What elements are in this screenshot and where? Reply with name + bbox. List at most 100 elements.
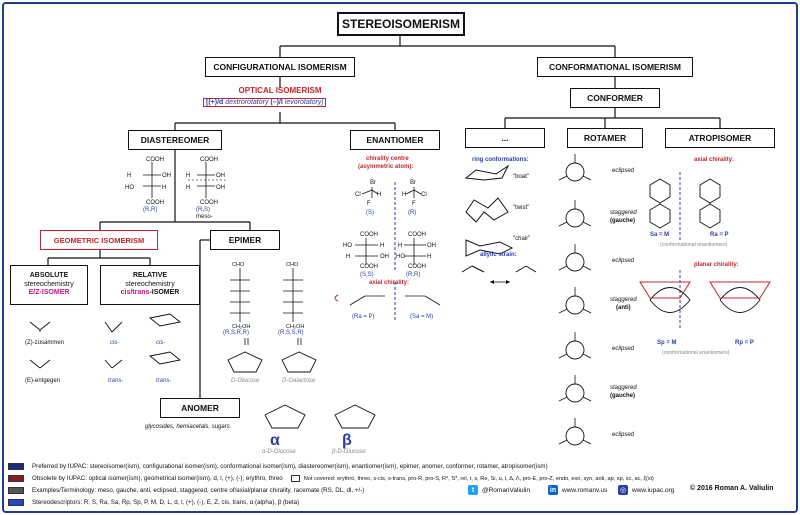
relative-line1: RELATIVE	[132, 271, 168, 279]
svg-text:HO: HO	[396, 254, 405, 260]
geo-cis-2: cis-	[156, 340, 166, 346]
ring-boat: "boat"	[513, 174, 529, 180]
svg-text:COOH: COOH	[146, 200, 164, 206]
svg-text:F: F	[367, 201, 371, 207]
conformational-box: CONFORMATIONAL ISOMERISM	[537, 57, 693, 77]
diastereomer-rs: (R,S)	[196, 207, 210, 213]
atrop-axial-title: axial chirality:	[694, 157, 735, 163]
svg-text:H: H	[186, 185, 190, 191]
svg-text:CHO: CHO	[286, 262, 299, 268]
diastereomer-meso: meso-	[196, 214, 213, 220]
diastereomer-rr: (R,R)	[143, 207, 158, 213]
svg-text:OH: OH	[216, 173, 225, 179]
epimer-rssr: (R,S,S,R)	[278, 330, 304, 336]
optical-levo: levorotatory]	[284, 99, 324, 106]
rotamer-label-5: staggered	[610, 297, 637, 303]
rotamer-label-1: eclipsed	[612, 168, 635, 174]
allylic-strain-title: allylic strain:	[480, 252, 517, 258]
footer-twitter-text: @RomanValiulin	[482, 486, 531, 494]
legend-text-4: Stereodescriptors: R, S, Ra, Sa, Rp, Sp,…	[32, 499, 300, 506]
legend-swatch-4	[8, 499, 24, 506]
epimer-box: EPIMER	[210, 230, 280, 250]
legend-text-2-extra: Not covered: erythro, threo, s-cis, s-tr…	[303, 475, 654, 482]
atrop-sa: Sa = M	[650, 232, 670, 238]
svg-text:F: F	[412, 201, 416, 207]
asymmetric-atom-subtitle: (asymmetric atom):	[358, 164, 414, 170]
svg-text:OH: OH	[216, 185, 225, 191]
anomer-alpha-name: α-D-Glucose	[262, 449, 296, 455]
absolute-line3: E/Z-ISOMER	[28, 289, 70, 297]
legend-swatch-empty	[290, 475, 300, 482]
svg-text:HO: HO	[343, 243, 352, 249]
optical-dextro: dextrorotatory	[225, 99, 269, 106]
svg-text:COOH: COOH	[408, 264, 426, 270]
legend-row-3: Examples/Terminology: meso, gauche, anti…	[8, 485, 364, 496]
relative-box: RELATIVE stereochemistry cis/trans-ISOME…	[100, 265, 200, 305]
rotamer-label-9: (gauche)	[610, 393, 636, 399]
svg-text:COOH: COOH	[200, 200, 218, 206]
geo-trans-1: trans-	[108, 378, 124, 384]
legend-text-1: Preferred by IUPAC: stereoisomer(ism), c…	[32, 463, 548, 470]
geometric-box: GEOMETRIC ISOMERISM	[40, 230, 158, 250]
svg-text:OH: OH	[380, 254, 389, 260]
epimer-glucose: D-Glucose	[231, 378, 260, 384]
svg-text:CH₂OH: CH₂OH	[232, 324, 250, 330]
relative-line3: cis/trans-ISOMER	[120, 289, 180, 297]
footer-linkedin[interactable]: in www.romanv.us	[548, 485, 607, 495]
svg-text:COOH: COOH	[408, 232, 426, 238]
atropisomer-box: ATROPISOMER	[665, 128, 775, 148]
footer-twitter[interactable]: t @RomanValiulin	[468, 485, 530, 495]
rotamer-label-4: eclipsed	[612, 258, 635, 264]
svg-text:Cl: Cl	[421, 192, 427, 198]
geo-z: (Z)-zusammen	[25, 340, 65, 346]
ring-twist: "twist"	[513, 205, 530, 211]
svg-text:Br: Br	[410, 180, 416, 186]
atrop-planar-title: planar chirality:	[694, 262, 739, 268]
epimer-galactose: D-Galactose	[282, 378, 316, 384]
enantiomer-box: ENANTIOMER	[350, 130, 440, 150]
svg-text:CH₂OH: CH₂OH	[286, 324, 304, 330]
atrop-conf-enant: (conformational enantiomers)	[660, 242, 728, 248]
enantiomer-ra: (Ra = P)	[352, 314, 375, 320]
enantiomer-rr: (R,R)	[406, 272, 421, 278]
atrop-sp: Sp = M	[657, 340, 677, 346]
svg-text:H: H	[127, 173, 131, 179]
geo-trans-2: trans-	[156, 378, 172, 384]
legend-text-3: Examples/Terminology: meso, gauche, anti…	[32, 487, 365, 494]
footer-web[interactable]: ◎ www.iupac.org	[618, 485, 674, 495]
linkedin-icon: in	[548, 485, 558, 495]
enantiomer-axial-title: axial chirality:	[369, 280, 410, 286]
enantiomer-sa: (Sa = M)	[410, 314, 434, 320]
anomer-box: ANOMER	[160, 398, 240, 418]
svg-text:H: H	[402, 192, 406, 198]
svg-text:CHO: CHO	[232, 262, 245, 268]
absolute-box: ABSOLUTE stereochemistry E/Z-ISOMER	[10, 265, 88, 305]
twitter-icon: t	[468, 485, 478, 495]
svg-text:H: H	[380, 243, 384, 249]
rotamer-label-7: eclipsed	[612, 346, 635, 352]
atrop-conf-enant-2: (conformational enantiomers)	[662, 350, 730, 356]
rotamer-label-2: staggered	[610, 210, 637, 216]
conformer-box: CONFORMER	[570, 88, 660, 108]
rotamer-box: ROTAMER	[567, 128, 643, 148]
rotamer-label-3: (gauche)	[610, 218, 636, 224]
anomer-alpha: α	[270, 432, 280, 449]
rotamer-label-10: eclipsed	[612, 432, 635, 438]
absolute-line2: stereochemistry	[24, 280, 74, 288]
enantiomer-ss: (S,S)	[360, 272, 374, 278]
relative-line2: stereochemistry	[125, 280, 175, 288]
ring-conformations-title: ring conformations:	[472, 157, 529, 163]
rotamer-label-6: (anti)	[616, 305, 631, 311]
configurational-box: CONFIGURATIONAL ISOMERISM	[205, 57, 355, 77]
svg-text:COOH: COOH	[360, 264, 378, 270]
svg-text:H: H	[346, 254, 350, 260]
anomer-beta: β	[342, 432, 352, 449]
svg-text:Cl: Cl	[355, 192, 361, 198]
svg-text:H: H	[398, 243, 402, 249]
